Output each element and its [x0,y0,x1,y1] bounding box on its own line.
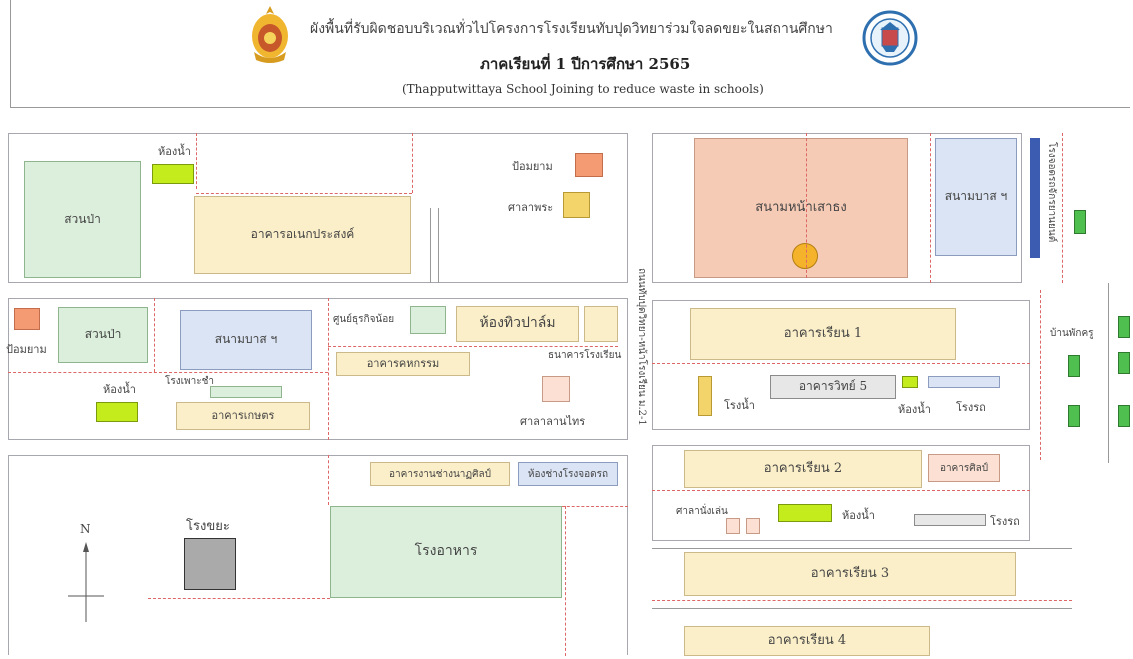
hong-chang: ห้องช่างโรงจอดรถ [518,462,618,486]
ban-phak-2 [1068,405,1080,427]
akhan-khahakam: อาคารคหกรรม [336,352,470,376]
rong-ahan: โรงอาหาร [330,506,562,598]
akhan-kaset: อาคารเกษตร [176,402,310,430]
ban-phak-label: บ้านพักครู [1050,328,1094,339]
akhan-rian-3: อาคารเรียน 3 [684,552,1016,596]
zone-boundary [930,133,931,283]
green-marker [1074,210,1086,234]
north-label: N [80,522,91,536]
sala-thai [542,376,570,402]
pom-yam-2 [14,308,40,330]
map-header [10,0,1130,108]
thanakhan-label: ธนาคารโรงเรียน [548,350,622,361]
soon-building [410,306,446,334]
ministry-logo-icon [248,4,292,66]
zone-boundary [1062,133,1063,283]
road-label: ถนนทับปุดวิทยา-หน้าโรงเรียน ม.2-1 [636,268,647,426]
rong-rot-2-label: โรงรถ [990,515,1020,528]
zone-boundary [8,372,328,373]
sala-thai-label: ศาลาลานไทร [520,415,586,428]
school-logo-icon [862,10,918,66]
zone-boundary [1040,290,1041,460]
hong-thippa: ห้องทิวปาล์ม [456,306,579,342]
zone-boundary [196,193,412,194]
sala-phra [563,192,590,218]
akhan-rian-1: อาคารเรียน 1 [690,308,956,360]
suan-pa-1: สวนป่า [24,161,141,278]
akhan-anek: อาคารอเนกประสงค์ [194,196,411,274]
zone-boundary [562,506,628,507]
road-line [430,208,431,283]
zone-boundary [565,506,566,656]
suan-pa-2: สวนป่า [58,307,148,363]
rong-kaya-label: โรงขยะ [186,519,230,534]
pom-yam-2-label: ป้อมยาม [6,343,47,356]
zone-boundary [328,346,618,347]
zone-boundary [154,298,155,372]
rong-rot-1 [928,376,1000,388]
ban-phak-3 [1118,316,1130,338]
zone-boundary [412,133,413,193]
motorcycle-shed-label: โรงจอดรถจักรยานยนต์ [1046,142,1057,243]
ban-phak-1 [1068,355,1080,377]
soon-label: ศูนย์ธุรกิจน้อย [333,314,395,325]
hong-nam-1-label: ห้องน้ำ [158,145,191,158]
akhan-rian-4: อาคารเรียน 4 [684,626,930,656]
akhan-chang: อาคารงานช่างนาฏศิลป์ [370,462,510,486]
rong-rot-1-label: โรงรถ [956,401,986,414]
rong-phao-label: โรงเพาะชำ [165,376,215,387]
pom-yam-1 [575,153,603,177]
pom-yam-1-label: ป้อมยาม [512,160,553,173]
flagpole-icon [792,243,818,269]
hong-nam-2-label: ห้องน้ำ [103,383,136,396]
ban-phak-4 [1118,352,1130,374]
thanakhan-building [584,306,618,342]
zone-boundary [652,490,1030,491]
sala-nang-label: ศาลานั่งเล่น [676,506,728,517]
map-english-title: (Thapputwittaya School Joining to reduce… [402,82,764,96]
rong-phao [210,386,282,398]
road-line [652,608,1072,609]
akhan-rian-2: อาคารเรียน 2 [684,450,922,488]
rong-nam-label: โรงน้ำ [724,399,755,412]
road-line [652,548,1072,549]
rong-kaya [184,538,236,590]
hong-nam-2 [96,402,138,422]
sala-nang-2 [746,518,760,534]
hong-nam-3-label: ห้องน้ำ [898,403,931,416]
rong-rot-2 [914,514,986,526]
motorcycle-shed [1030,138,1040,258]
rong-nam [698,376,712,416]
ban-phak-5 [1118,405,1130,427]
zone-boundary [652,600,1072,601]
map-title: ผังพื้นที่รับผิดชอบบริเวณทั่วไปโครงการโร… [310,21,833,37]
hong-nam-4-label: ห้องน้ำ [842,509,875,522]
akhan-silp: อาคารศิลป์ [928,454,1000,482]
hong-nam-3 [902,376,918,388]
zone-boundary [328,455,329,505]
zone-boundary [806,133,807,278]
map-subtitle: ภาคเรียนที่ 1 ปีการศึกษา 2565 [480,55,691,73]
hong-nam-1 [152,164,194,184]
hong-nam-4 [778,504,832,522]
sala-phra-label: ศาลาพระ [508,201,554,214]
zone-boundary [652,363,1030,364]
zone-boundary [328,298,329,440]
akhan-wit: อาคารวิทย์ 5 [770,375,896,399]
north-arrow-icon [66,540,106,624]
road-line [438,208,439,283]
sala-nang-1 [726,518,740,534]
zone-boundary [148,598,330,599]
road-line [1108,283,1109,463]
sanam-bas-1: สนามบาส ฯ [935,138,1017,256]
zone-boundary [196,133,197,189]
sanam-bas-2: สนามบาส ฯ [180,310,312,370]
